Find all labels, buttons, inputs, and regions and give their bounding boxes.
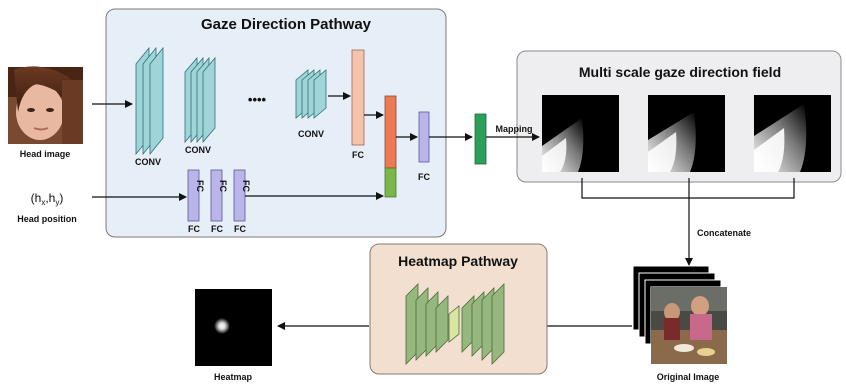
heatmap-output-image (195, 289, 272, 366)
fc-layer-purple (418, 111, 430, 163)
head-position-formula: (hx,hy) (31, 191, 64, 207)
svg-text:(hx,hy): (hx,hy) (31, 191, 64, 207)
fc-layer-pink (351, 49, 365, 146)
heatmap-label: Heatmap (214, 372, 253, 382)
conv-block-3 (295, 69, 327, 119)
head-position-label: Head position (17, 214, 77, 224)
fc-label-purple: FC (418, 172, 430, 182)
heatmap-network (405, 283, 505, 365)
conv-block-2 (184, 56, 216, 144)
conv-label-2: CONV (185, 145, 211, 155)
conv-block-1 (135, 46, 164, 156)
heatmap-pathway-title: Heatmap Pathway (398, 253, 518, 269)
conv-label-3: CONV (298, 129, 324, 139)
gaze-field-image-2 (648, 95, 725, 172)
concat-layer (384, 95, 397, 198)
concatenate-label: Concatenate (697, 228, 751, 238)
fc-head-label-1: FC (188, 224, 200, 234)
gaze-pathway-title: Gaze Direction Pathway (201, 16, 372, 33)
mapping-label: Mapping (496, 124, 533, 134)
fc-head-position-2: FC (210, 169, 228, 222)
head-image (8, 66, 83, 144)
fc-label-pink: FC (352, 150, 364, 160)
conv-label-1: CONV (135, 157, 161, 167)
mapping-output-layer (474, 113, 487, 165)
gaze-field-title: Multi scale gaze direction field (579, 64, 781, 80)
svg-text:FC: FC (218, 180, 228, 192)
fc-head-label-2: FC (211, 224, 223, 234)
conv-ellipsis: •••• (248, 92, 267, 107)
gaze-field-image-3 (754, 95, 831, 172)
fc-head-label-3: FC (234, 224, 246, 234)
concatenate-bracket (581, 178, 795, 199)
original-image-label: Original Image (657, 372, 720, 382)
svg-text:FC: FC (195, 180, 205, 192)
original-image-stack (632, 265, 728, 364)
svg-text:FC: FC (241, 180, 251, 192)
fc-head-position-1: FC (187, 169, 205, 222)
gaze-field-image-1 (542, 95, 619, 172)
head-image-label: Head image (20, 149, 71, 159)
